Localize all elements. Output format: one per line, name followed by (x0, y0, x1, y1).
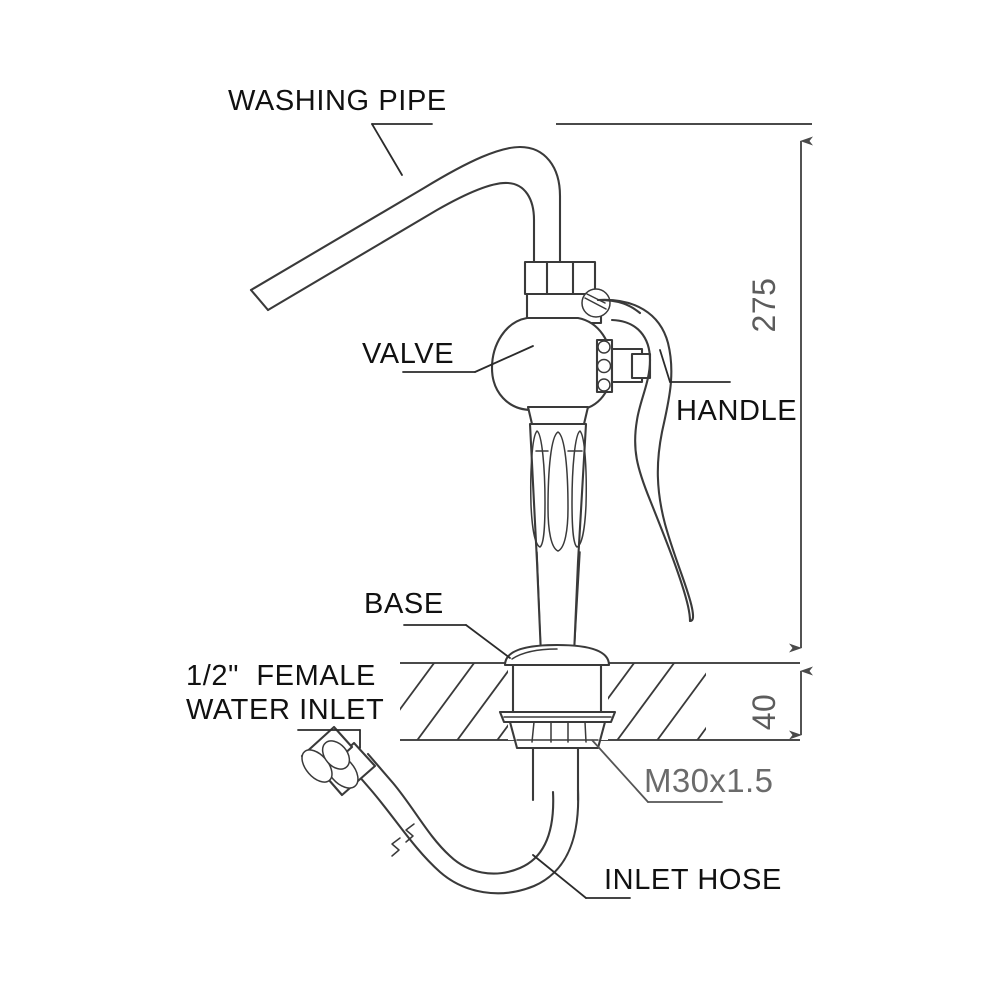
mounting-nut (498, 710, 617, 802)
annotation-thread-spec: M30x1.5 (591, 739, 773, 803)
annotation-washing-pipe: WASHING PIPE (228, 85, 447, 176)
washing-pipe-label: WASHING PIPE (228, 85, 447, 117)
handle-lever (596, 298, 695, 623)
base-label: BASE (364, 588, 444, 620)
dimension-overall-height: 275 (556, 123, 813, 653)
water-inlet-label-line1: 1/2" FEMALE (186, 660, 376, 692)
valve-body (490, 288, 652, 426)
thread-spec-label: M30x1.5 (644, 762, 773, 799)
dimension-deck-thickness: 40 (746, 666, 813, 740)
dimension-value-275: 275 (746, 278, 782, 333)
annotation-handle: HANDLE (659, 349, 797, 427)
valve-label: VALVE (362, 338, 454, 370)
inlet-hose-label: INLET HOSE (604, 864, 782, 896)
annotation-water-inlet: 1/2" FEMALE WATER INLET (186, 660, 384, 749)
dimension-value-40: 40 (746, 694, 782, 731)
annotation-base: BASE (364, 588, 511, 659)
handle-label: HANDLE (676, 395, 797, 427)
base-flange (503, 643, 611, 714)
valve-top-collar (523, 260, 597, 296)
washing-pipe (249, 145, 562, 312)
hex-nut-connector (300, 725, 377, 797)
water-inlet-label-line2: WATER INLET (186, 694, 384, 726)
fluted-stem (528, 422, 588, 657)
annotation-inlet-hose: INLET HOSE (532, 854, 782, 899)
annotation-valve: VALVE (362, 338, 534, 373)
inlet-hose (343, 752, 580, 895)
